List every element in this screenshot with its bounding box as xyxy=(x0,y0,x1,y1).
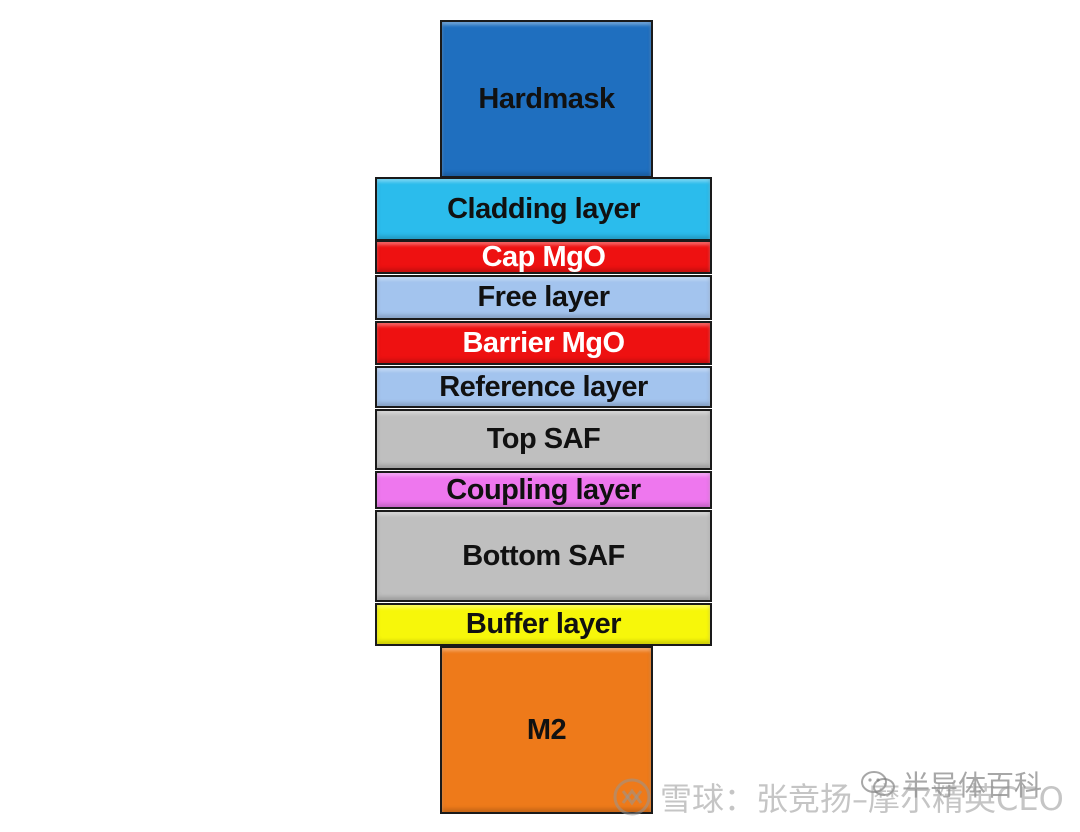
layer-reference: Reference layer xyxy=(375,366,712,408)
layer-buffer: Buffer layer xyxy=(375,603,712,646)
layer-m2: M2 xyxy=(440,646,653,814)
layer-label: Barrier MgO xyxy=(462,326,625,359)
layer-label: Cap MgO xyxy=(481,240,606,273)
wechat-source-tag: 半导体百科 xyxy=(860,764,1042,804)
layer-bottom-saf: Bottom SAF xyxy=(375,510,712,602)
layer-cap-mgo: Cap MgO xyxy=(375,240,712,274)
layer-barrier-mgo: Barrier MgO xyxy=(375,321,712,365)
watermark-text: 雪球：张竞扬–摩尔精英CEO xyxy=(660,780,1064,818)
layer-label: Hardmask xyxy=(478,82,615,115)
layer-cladding: Cladding layer xyxy=(375,177,712,241)
layer-label: Bottom SAF xyxy=(462,539,625,572)
layer-label: Top SAF xyxy=(486,423,601,455)
layer-free: Free layer xyxy=(375,275,712,320)
layer-label: Free layer xyxy=(477,281,610,313)
layer-label: Reference layer xyxy=(439,370,648,403)
layer-hardmask: Hardmask xyxy=(440,20,653,178)
layer-label: Buffer layer xyxy=(465,608,622,640)
layer-label: Cladding layer xyxy=(447,192,640,225)
layer-top-saf: Top SAF xyxy=(375,409,712,470)
layer-coupling: Coupling layer xyxy=(375,471,712,509)
wechat-icon xyxy=(861,771,895,796)
xueqiu-watermark: 雪球：张竞扬–摩尔精英CEO xyxy=(612,774,1064,820)
layer-label: Coupling layer xyxy=(446,473,641,506)
wechat-tag-text: 半导体百科 xyxy=(902,769,1043,802)
layer-label: M2 xyxy=(526,713,567,746)
xueqiu-logo-icon xyxy=(613,778,651,816)
